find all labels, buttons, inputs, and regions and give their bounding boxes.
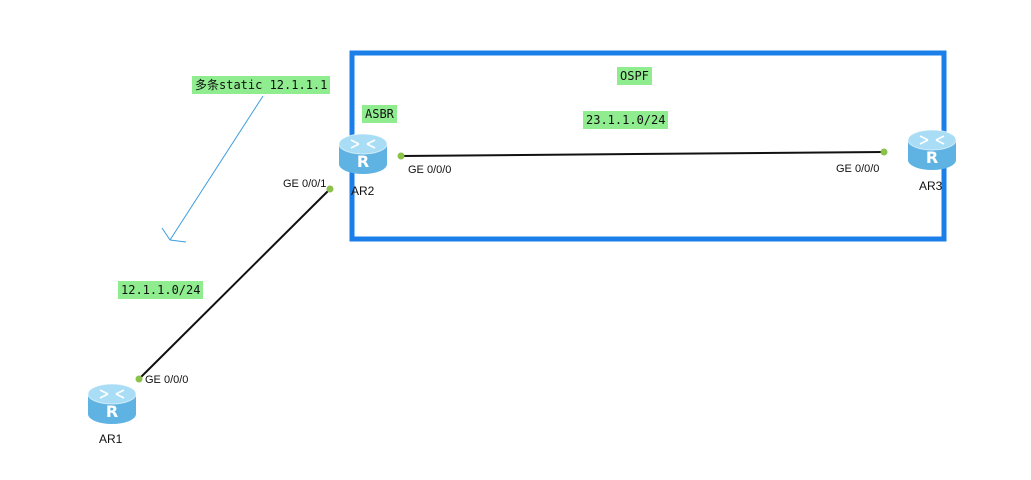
svg-text:R: R [357, 152, 369, 171]
port-label-ar2-g001: GE 0/0/1 [283, 178, 327, 190]
router-name-ar3: AR3 [919, 179, 943, 193]
svg-text:R: R [926, 148, 938, 167]
port-dot-ar2-g000 [397, 152, 405, 160]
port-dot-ar2-g001 [326, 185, 334, 193]
link-ar1-ar2[interactable] [138, 188, 331, 380]
router-ar1[interactable]: R [86, 380, 138, 430]
annotation-arrow [161, 95, 264, 243]
static-route-note: 多条static 12.1.1.1 [192, 76, 331, 94]
port-label-ar1-g000: GE 0/0/0 [145, 374, 189, 386]
network-label-23: 23.1.1.0/24 [583, 111, 669, 129]
port-dot-ar3-g000 [880, 148, 888, 156]
router-icon: R [87, 383, 137, 424]
port-dot-ar1-g000 [135, 375, 143, 383]
router-ar3[interactable]: R [906, 126, 958, 176]
network-label-12: 12.1.1.0/24 [118, 281, 204, 299]
router-ar2[interactable]: R [337, 130, 389, 180]
router-name-ar1: AR1 [99, 432, 123, 446]
router-icon: R [907, 129, 957, 170]
ospf-area-label: OSPF [617, 67, 652, 85]
router-name-ar2: AR2 [351, 184, 375, 198]
router-icon: R [338, 133, 388, 174]
port-label-ar3-g000: GE 0/0/0 [836, 163, 880, 175]
link-ar2-ar3[interactable] [400, 151, 885, 157]
asbr-label: ASBR [362, 105, 397, 123]
svg-text:R: R [106, 402, 118, 421]
port-label-ar2-g000: GE 0/0/0 [408, 164, 452, 176]
